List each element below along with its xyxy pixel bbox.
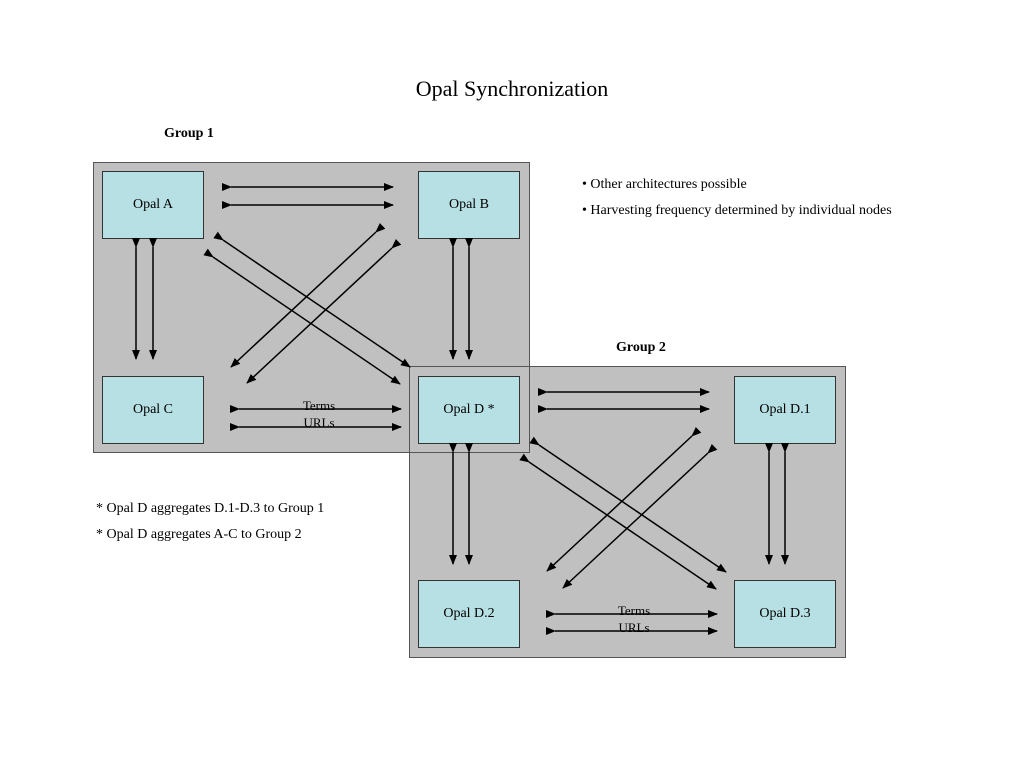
node-opal-a: Opal A — [102, 171, 204, 239]
footnote: * Opal D aggregates D.1-D.3 to Group 1 — [96, 501, 325, 516]
bullet-note: • Harvesting frequency determined by ind… — [582, 203, 892, 218]
group-1-terms-label: Terms — [302, 398, 336, 413]
node-opal-b: Opal B — [418, 171, 520, 239]
group-1-urls-label: URLs — [303, 415, 335, 430]
node-opal-d: Opal D * — [418, 376, 520, 444]
node-opal-c: Opal C — [102, 376, 204, 444]
group-1-label: Group 1 — [164, 126, 214, 141]
bullet-note: • Other architectures possible — [582, 177, 747, 192]
footnote: * Opal D aggregates A-C to Group 2 — [96, 527, 302, 542]
node-opal-d2: Opal D.2 — [418, 580, 520, 648]
node-opal-d1: Opal D.1 — [734, 376, 836, 444]
node-opal-d3: Opal D.3 — [734, 580, 836, 648]
group-2-urls-label: URLs — [618, 620, 650, 635]
group-2-label: Group 2 — [616, 340, 666, 355]
page-title: Opal Synchronization — [415, 76, 609, 101]
group-2-terms-label: Terms — [617, 603, 651, 618]
